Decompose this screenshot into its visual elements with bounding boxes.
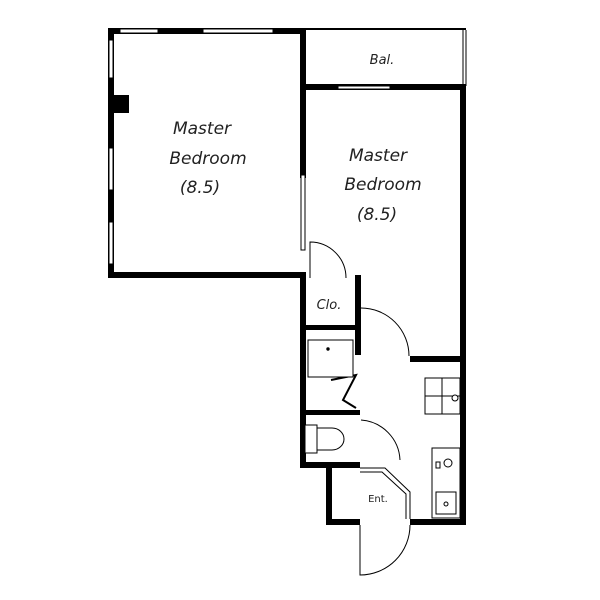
- walls: [108, 28, 466, 525]
- bedroom-left-label: Master: [173, 119, 232, 139]
- room-labels: Master Bedroom (8.5) Master Bedroom (8.5…: [169, 53, 421, 505]
- closet-label: Clo.: [317, 298, 342, 313]
- pillar: [114, 95, 129, 113]
- bedroom-right-label: Master: [349, 146, 408, 166]
- toilet: [316, 427, 345, 451]
- bedroom-left-label-2: Bedroom: [169, 149, 246, 169]
- balcony-label: Bal.: [370, 53, 395, 68]
- entrance-label: Ent.: [368, 494, 388, 505]
- bedroom-right-size: (8.5): [357, 205, 397, 225]
- fixtures: [304, 339, 461, 519]
- windows: [108, 28, 467, 265]
- bedroom-right-label-2: Bedroom: [344, 175, 421, 195]
- toilet-tank: [304, 424, 318, 454]
- washbasin: [307, 339, 354, 378]
- bedroom-left-size: (8.5): [180, 178, 220, 198]
- doors: [309, 241, 411, 576]
